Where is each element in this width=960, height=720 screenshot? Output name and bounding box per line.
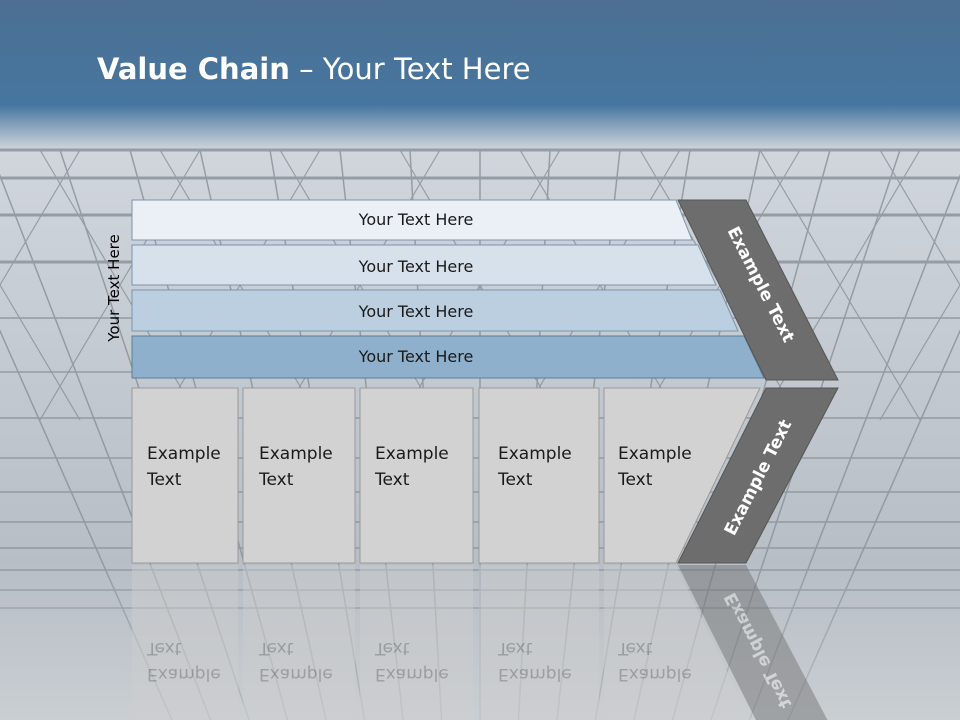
reflection-box-2-line-2: Text bbox=[258, 638, 294, 658]
row-label-3: Your Text Here bbox=[358, 302, 474, 321]
reflection-box-5-line-2: Text bbox=[617, 638, 653, 658]
reflection-box-4-line-2: Text bbox=[497, 638, 533, 658]
box-4-line-1: Example bbox=[498, 444, 572, 464]
row-bar-2 bbox=[131, 244, 717, 286]
row-label-2: Your Text Here bbox=[358, 257, 474, 276]
row-label-4: Your Text Here bbox=[358, 347, 474, 366]
box-5-line-1: Example bbox=[618, 444, 692, 464]
reflection-box-5-line-1: Example bbox=[618, 664, 692, 684]
reflection-box-4-line-1: Example bbox=[498, 664, 572, 684]
row-bar-3 bbox=[131, 289, 739, 332]
reflection-box-1-line-1: Example bbox=[147, 664, 221, 684]
support-rows: Your Text Here Your Text Here Your Text … bbox=[131, 199, 765, 379]
slide-title: Value Chain – Your Text Here bbox=[97, 52, 531, 86]
reflection-box-3-line-2: Text bbox=[374, 638, 410, 658]
box-1-line-2: Text bbox=[146, 470, 182, 490]
box-1 bbox=[131, 387, 239, 564]
box-5-line-2: Text bbox=[617, 470, 653, 490]
row-bar-1 bbox=[131, 199, 693, 241]
title-bold: Value Chain bbox=[97, 52, 290, 86]
reflection-box-2-line-1: Example bbox=[259, 664, 333, 684]
chevron-upper bbox=[677, 199, 839, 381]
box-4 bbox=[478, 387, 600, 564]
chevron-lower bbox=[677, 387, 839, 564]
box-2-line-2: Text bbox=[258, 470, 294, 490]
box-3-line-2: Text bbox=[374, 470, 410, 490]
box-1-line-1: Example bbox=[147, 444, 221, 464]
box-5 bbox=[603, 387, 761, 564]
reflection-box-3-line-1: Example bbox=[375, 664, 449, 684]
box-2 bbox=[242, 387, 356, 564]
box-4-line-2: Text bbox=[497, 470, 533, 490]
margin-chevron: Example Text Example Text bbox=[677, 199, 839, 564]
header-band bbox=[0, 0, 960, 150]
box-3 bbox=[359, 387, 474, 564]
box-2-line-1: Example bbox=[259, 444, 333, 464]
row-label-1: Your Text Here bbox=[358, 210, 474, 229]
title-rest: – Your Text Here bbox=[289, 52, 531, 86]
primary-boxes: Example Text Example Text Example Text E… bbox=[131, 387, 761, 564]
box-3-line-1: Example bbox=[375, 444, 449, 464]
reflection-box-1-line-2: Text bbox=[146, 638, 182, 658]
reflection: Example Text Example Text Example Text E… bbox=[132, 565, 828, 720]
row-bar-4 bbox=[131, 335, 765, 379]
